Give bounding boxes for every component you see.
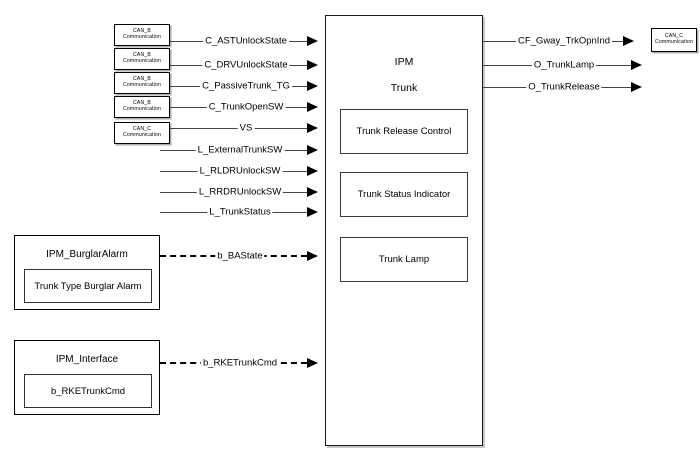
can-role-label: Communication (123, 82, 161, 88)
can-bus-label: CAN_C (664, 33, 684, 40)
arrow-b-rketrunkcmd (307, 357, 318, 368)
module-trunk-release-control[interactable]: Trunk Release Control (340, 109, 468, 154)
signal-label-l-rrdrunlocksw: L_RRDRUnlockSW (196, 186, 284, 198)
arrow-c-drvunlockstate (307, 59, 318, 70)
arrow-l-rrdrunlocksw (307, 186, 318, 197)
arrow-c-trunkopensw (307, 101, 318, 112)
arrow-cf-gway-trkopnind (623, 35, 634, 46)
can-role-label: Communication (123, 34, 161, 40)
arrow-vs (307, 122, 318, 133)
signal-label-c-passivetrunk-tg: C_PassiveTrunk_TG (200, 80, 292, 92)
can-sink-box[interactable]: CAN_C Communication (651, 28, 697, 52)
can-bus-label: CAN_B (132, 52, 152, 59)
arrow-o-trunklamp (631, 59, 642, 70)
can-role-label: Communication (123, 58, 161, 64)
arrow-c-passivetrunk-tg (307, 80, 318, 91)
can-bus-label: CAN_B (132, 100, 152, 107)
can-source-box-3[interactable]: CAN_B Communication (114, 72, 170, 94)
can-role-label: Communication (123, 106, 161, 112)
module-trunk-status-indicator[interactable]: Trunk Status Indicator (340, 172, 468, 217)
arrow-b-bastate (307, 250, 318, 261)
b-rke-trunk-cmd-box[interactable]: b_RKETrunkCmd (24, 374, 152, 408)
can-source-box-4[interactable]: CAN_B Communication (114, 96, 170, 118)
arrow-l-externaltrunksw (307, 144, 318, 155)
module-trunk-lamp[interactable]: Trunk Lamp (340, 237, 468, 282)
signal-label-o-trunklamp: O_TrunkLamp (531, 59, 597, 71)
ipm-interface-block[interactable]: IPM_Interface b_RKETrunkCmd (14, 340, 160, 415)
ipm-trunk-block[interactable]: IPM Trunk Trunk Release Control Trunk St… (325, 15, 483, 446)
signal-label-cf-gway-trkopnind: CF_Gway_TrkOpnInd (515, 35, 613, 47)
can-bus-label: CAN_B (132, 28, 152, 35)
ipm-interface-title: IPM_Interface (55, 354, 119, 365)
signal-label-c-drvunlockstate: C_DRVUnlockState (202, 59, 290, 71)
signal-label-b-bastate: b_BAState (215, 250, 265, 262)
signal-label-c-astunlockstate: C_ASTUnlockState (203, 35, 289, 47)
signal-label-vs: VS (237, 122, 255, 134)
signal-label-b-rketrunkcmd: b_RKETrunkCmd (200, 357, 280, 369)
can-bus-label: CAN_C (132, 126, 152, 133)
arrow-o-trunkrelease (631, 81, 642, 92)
ipm-burglar-alarm-block[interactable]: IPM_BurglarAlarm Trunk Type Burglar Alar… (14, 235, 160, 310)
signal-label-o-trunkrelease: O_TrunkRelease (526, 81, 602, 93)
signal-label-l-externaltrunksw: L_ExternalTrunkSW (195, 144, 285, 156)
can-source-box-5[interactable]: CAN_C Communication (114, 122, 170, 144)
signal-label-l-trunkstatus: L_TrunkStatus (207, 206, 273, 218)
ipm-burglar-alarm-title: IPM_BurglarAlarm (46, 249, 128, 260)
signal-label-l-rldrunlocksw: L_RLDRUnlockSW (197, 165, 283, 177)
can-role-label: Communication (655, 39, 693, 45)
ipm-title-line2: Trunk (390, 82, 418, 94)
can-bus-label: CAN_B (132, 76, 152, 83)
arrow-l-rldrunlocksw (307, 165, 318, 176)
arrow-c-astunlockstate (307, 35, 318, 46)
can-source-box-1[interactable]: CAN_B Communication (114, 24, 170, 46)
ipm-title-line1: IPM (394, 56, 414, 68)
can-source-box-2[interactable]: CAN_B Communication (114, 48, 170, 70)
arrow-l-trunkstatus (307, 206, 318, 217)
can-role-label: Communication (123, 132, 161, 138)
signal-label-c-trunkopensw: C_TrunkOpenSW (206, 101, 286, 113)
trunk-type-burglar-alarm-box[interactable]: Trunk Type Burglar Alarm (24, 269, 152, 303)
